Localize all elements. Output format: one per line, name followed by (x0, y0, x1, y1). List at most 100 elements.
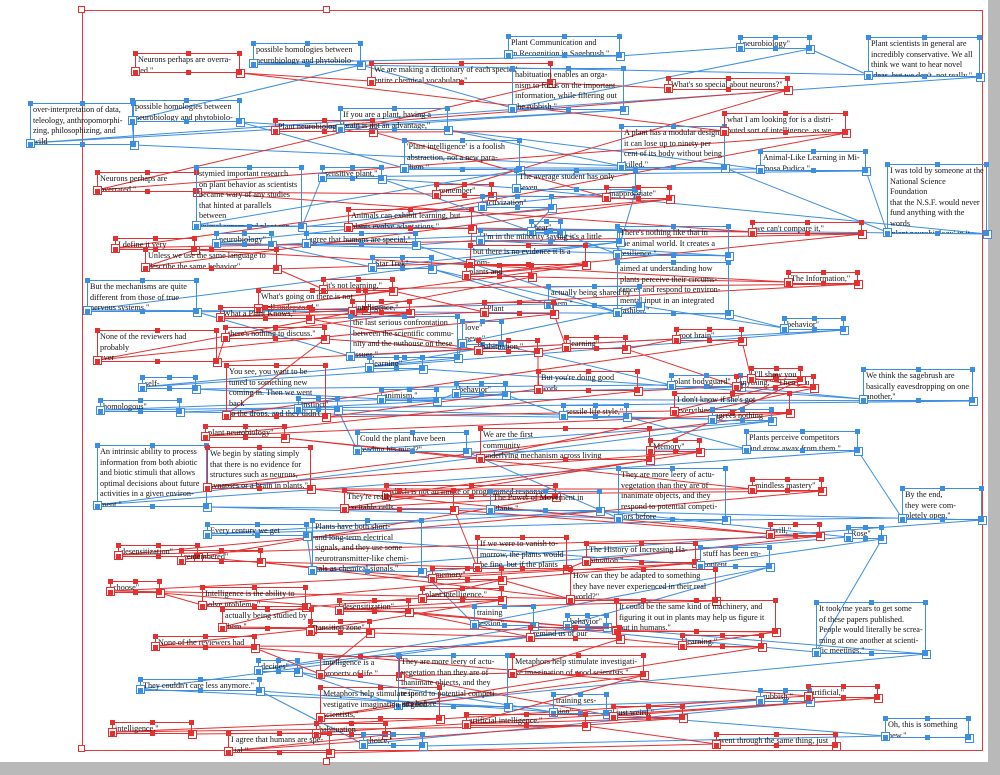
selection-handle[interactable] (617, 625, 622, 630)
selection-handle[interactable] (369, 80, 374, 85)
selection-handle[interactable] (156, 554, 161, 559)
selection-handle[interactable] (617, 239, 622, 244)
selection-handle[interactable] (863, 168, 868, 173)
selection-handle[interactable] (861, 398, 866, 403)
document-page[interactable] (0, 0, 988, 762)
selection-handle[interactable] (220, 607, 225, 612)
selection-handle[interactable] (85, 309, 90, 314)
selection-handle[interactable] (310, 307, 315, 312)
selection-handle[interactable] (923, 651, 928, 656)
selection-handle[interactable] (242, 242, 247, 247)
selection-handle[interactable] (263, 316, 268, 321)
selection-handle[interactable] (667, 196, 672, 201)
selection-handle[interactable] (265, 626, 270, 631)
selection-handle[interactable] (979, 486, 984, 491)
selection-handle[interactable] (402, 167, 407, 172)
selection-handle[interactable] (821, 281, 826, 286)
selection-handle[interactable] (506, 338, 511, 343)
selection-handle[interactable] (379, 398, 384, 403)
selection-handle[interactable] (218, 316, 223, 321)
selection-handle[interactable] (855, 429, 860, 434)
selection-handle[interactable] (812, 327, 817, 332)
selection-handle[interactable] (548, 239, 553, 244)
selection-handle[interactable] (564, 566, 569, 571)
selection-handle[interactable] (219, 559, 224, 564)
selection-handle[interactable] (407, 299, 412, 304)
selection-handle[interactable] (966, 735, 971, 740)
selection-handle[interactable] (252, 604, 257, 609)
selection-handle[interactable] (384, 494, 389, 499)
selection-handle[interactable] (916, 398, 921, 403)
selection-handle[interactable] (817, 522, 822, 527)
selection-handle[interactable] (489, 193, 494, 198)
selection-handle[interactable] (646, 715, 651, 720)
selection-handle[interactable] (723, 517, 728, 522)
selection-handle[interactable] (510, 107, 515, 112)
selection-handle[interactable] (798, 377, 803, 382)
selection-handle[interactable] (726, 311, 731, 316)
selection-handle[interactable] (583, 262, 588, 267)
selection-handle[interactable] (143, 247, 148, 252)
selection-handle[interactable] (28, 101, 33, 106)
selection-handle[interactable] (807, 699, 812, 704)
selection-handle[interactable] (639, 541, 644, 546)
selection-handle[interactable] (859, 220, 864, 225)
selection-handle[interactable] (205, 533, 210, 538)
selection-handle[interactable] (621, 107, 626, 112)
selection-handle[interactable] (734, 374, 739, 379)
selection-handle[interactable] (113, 247, 118, 252)
text-frame[interactable]: We are the first community underlying me… (480, 428, 650, 460)
selection-handle[interactable] (553, 483, 558, 488)
selection-handle[interactable] (304, 522, 309, 527)
selection-handle[interactable] (586, 369, 591, 374)
selection-handle[interactable] (583, 243, 588, 248)
selection-handle[interactable] (465, 566, 470, 571)
selection-handle[interactable] (619, 124, 624, 129)
selection-handle[interactable] (304, 242, 309, 247)
selection-handle[interactable] (785, 76, 790, 81)
selection-handle[interactable] (413, 231, 418, 236)
selection-handle[interactable] (551, 711, 556, 716)
selection-handle[interactable] (566, 66, 571, 71)
selection-handle[interactable] (673, 438, 678, 443)
text-frame[interactable]: There's nothing like that in the animal … (617, 226, 729, 256)
selection-handle[interactable] (565, 624, 570, 629)
selection-handle[interactable] (584, 560, 589, 565)
selection-handle[interactable] (488, 508, 493, 513)
selection-handle[interactable] (256, 307, 261, 312)
selection-handle[interactable] (464, 712, 469, 717)
selection-handle[interactable] (966, 716, 971, 721)
selection-handle[interactable] (184, 119, 189, 124)
selection-handle[interactable] (548, 228, 553, 233)
selection-handle[interactable] (674, 327, 679, 332)
text-frame[interactable]: We begin by stating simply that there is… (207, 447, 311, 489)
selection-handle[interactable] (883, 716, 888, 721)
selection-handle[interactable] (263, 305, 268, 310)
selection-handle[interactable] (177, 398, 182, 403)
selection-handle[interactable] (138, 409, 143, 414)
selection-handle[interactable] (616, 517, 621, 522)
selection-handle[interactable] (348, 314, 353, 319)
selection-handle[interactable] (648, 438, 653, 443)
selection-handle[interactable] (308, 630, 313, 635)
selection-handle[interactable] (841, 316, 846, 321)
selection-handle[interactable] (454, 392, 459, 397)
selection-handle[interactable] (488, 489, 493, 494)
selection-handle[interactable] (390, 277, 395, 282)
selection-handle[interactable] (883, 735, 888, 740)
selection-handle[interactable] (573, 625, 578, 630)
selection-handle[interactable] (95, 443, 100, 448)
selection-handle[interactable] (573, 636, 578, 641)
selection-handle[interactable] (303, 585, 308, 590)
selection-handle[interactable] (338, 619, 343, 624)
selection-handle[interactable] (536, 369, 541, 374)
spread-corner-handle[interactable] (78, 6, 85, 13)
selection-handle[interactable] (252, 585, 257, 590)
selection-handle[interactable] (585, 624, 590, 629)
selection-handle[interactable] (783, 699, 788, 704)
selection-handle[interactable] (726, 224, 731, 229)
selection-handle[interactable] (179, 548, 184, 553)
selection-handle[interactable] (460, 342, 465, 347)
selection-handle[interactable] (305, 41, 310, 46)
selection-handle[interactable] (806, 684, 811, 689)
